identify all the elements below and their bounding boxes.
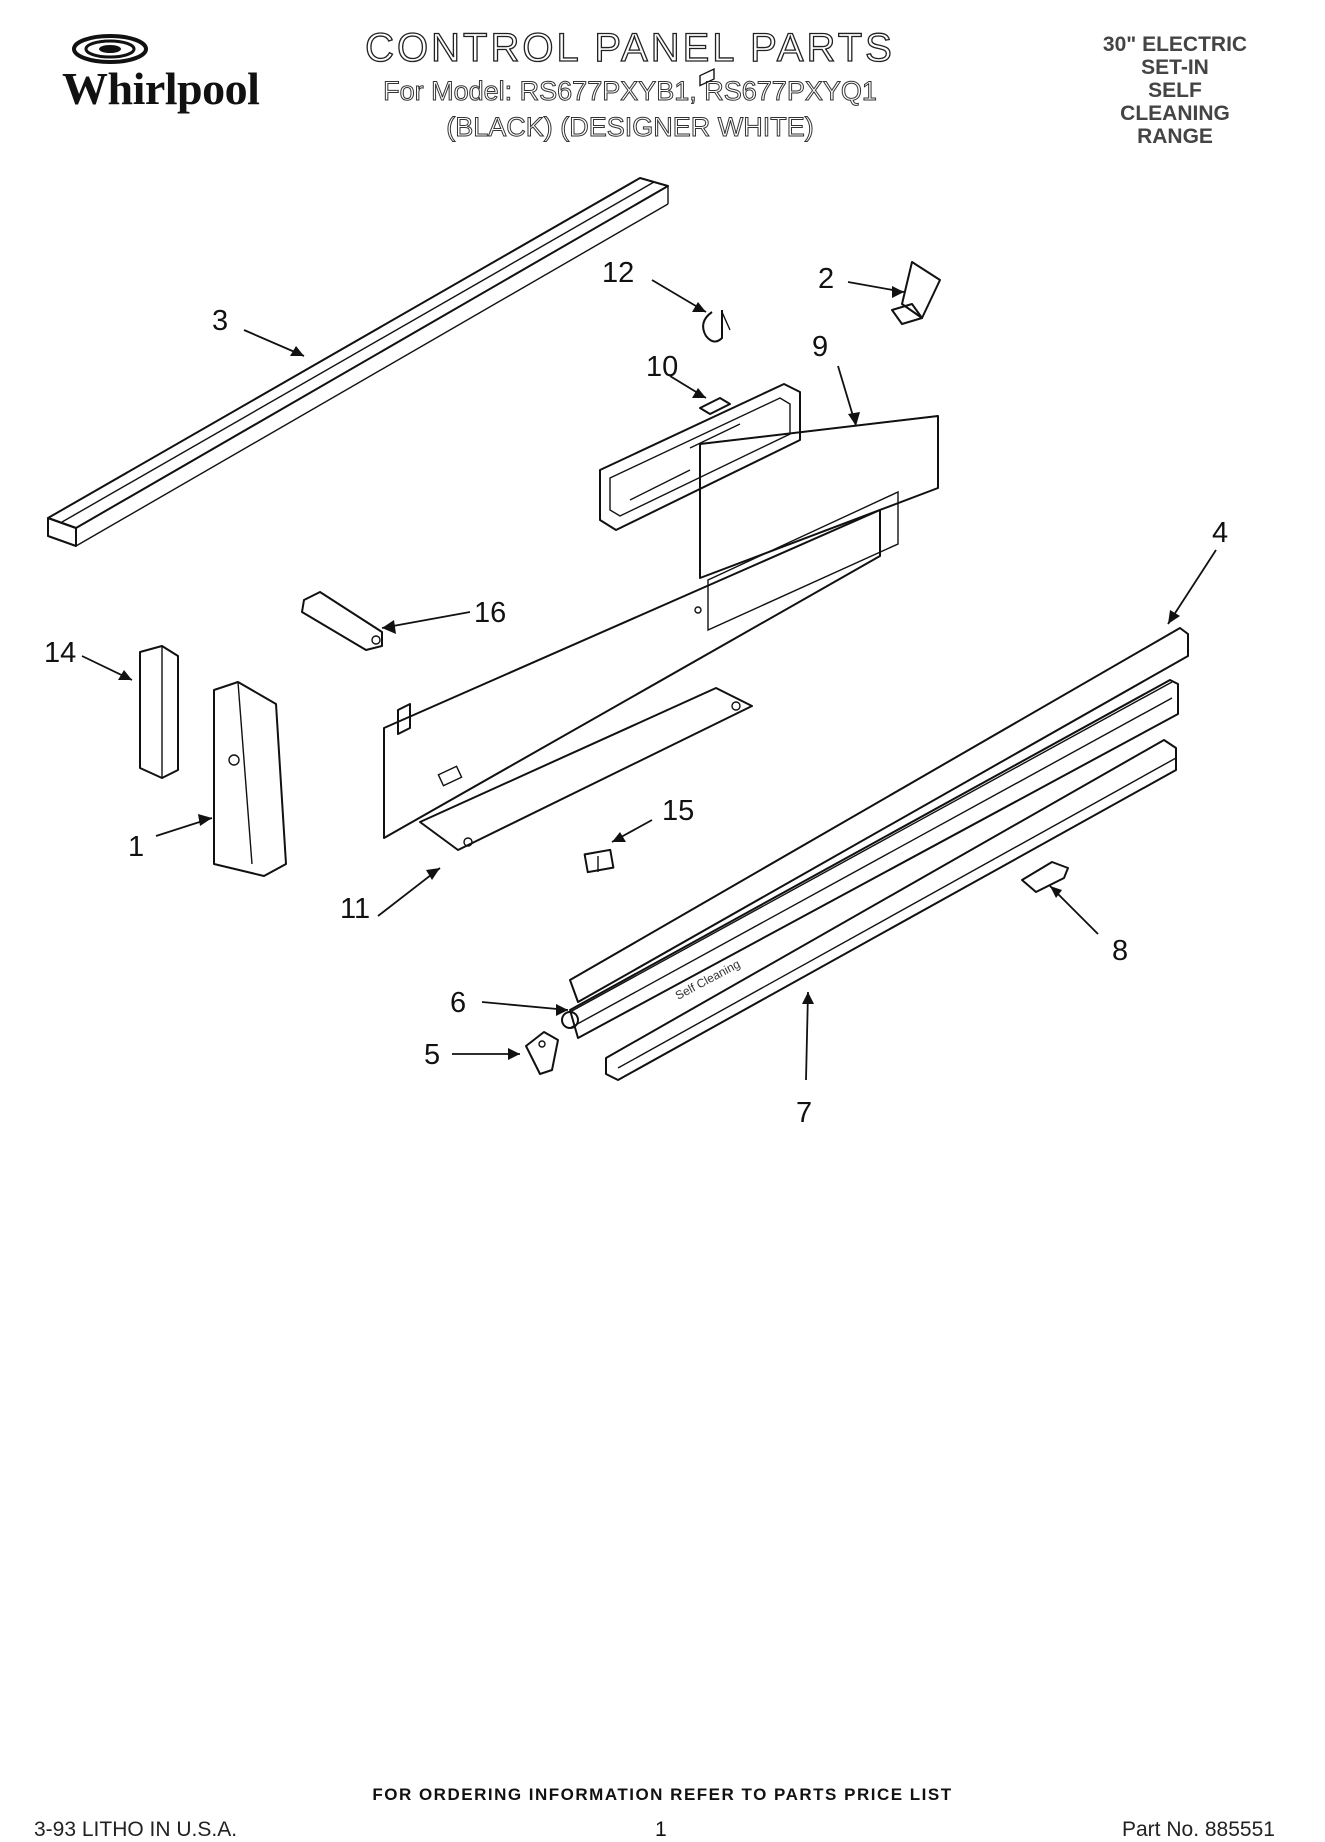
part-7-lower-trim	[605, 739, 1177, 1081]
callout-11: 11	[340, 893, 370, 925]
callout-5: 5	[424, 1039, 440, 1071]
callout-12: 12	[602, 257, 634, 289]
corner-line-2: SET-IN	[1141, 56, 1209, 79]
part-2-bracket	[891, 261, 941, 325]
corner-line-1: 30" ELECTRIC	[1102, 33, 1248, 56]
color-line: (BLACK) (DESIGNER WHITE)	[446, 112, 815, 143]
callout-15: 15	[662, 795, 694, 827]
page-number: 1	[655, 1818, 667, 1841]
part-4-front-trim	[569, 627, 1189, 1039]
callout-16: 16	[474, 597, 506, 629]
corner-line-5: RANGE	[1137, 125, 1213, 148]
corner-line-3: SELF	[1148, 79, 1202, 102]
part-14-end-cap	[139, 645, 179, 779]
part-16-bracket	[301, 591, 383, 651]
callout-10: 10	[646, 351, 678, 383]
page-title: CONTROL PANEL PARTS	[364, 25, 895, 70]
leader-lines	[81, 279, 1217, 1081]
callout-1: 1	[128, 831, 144, 863]
part-9-control-panel	[694, 415, 939, 632]
trim-printed-text: Self Cleaning	[673, 957, 743, 1003]
part-15-switch	[583, 848, 615, 874]
part-8-clip	[1021, 861, 1069, 893]
corner-line-4: CLEANING	[1120, 102, 1230, 125]
panel-housing	[383, 509, 881, 839]
callout-2: 2	[818, 263, 834, 295]
part-12-clip	[702, 310, 731, 343]
part-3-top-rail	[47, 177, 669, 547]
model-line: For Model: RS677PXYB1, RS677PXYQ1	[383, 76, 878, 107]
brand-name: Whirlpool	[62, 63, 260, 114]
callout-numbers: 1 2 3 4 5 6 7 8 9 10 11 12 14 15 16	[44, 257, 1228, 1129]
callout-4: 4	[1212, 517, 1228, 549]
callout-6: 6	[450, 987, 466, 1019]
part-1-end-bracket	[213, 681, 287, 877]
callout-7: 7	[796, 1097, 812, 1129]
part-5-bushing	[525, 1031, 559, 1075]
callout-3: 3	[212, 305, 228, 337]
part-11-shield	[419, 687, 753, 851]
litho-note: 3-93 LITHO IN U.S.A.	[34, 1818, 238, 1841]
whirlpool-logo: Whirlpool	[62, 34, 260, 115]
part-number: Part No. 885551	[1122, 1818, 1275, 1841]
part-6-rod	[561, 681, 1173, 1029]
whirlpool-swirl-icon	[72, 34, 148, 64]
callout-14: 14	[44, 637, 76, 669]
ordering-note: FOR ORDERING INFORMATION REFER TO PARTS …	[372, 1785, 953, 1804]
callout-9: 9	[812, 331, 828, 363]
callout-8: 8	[1112, 935, 1128, 967]
